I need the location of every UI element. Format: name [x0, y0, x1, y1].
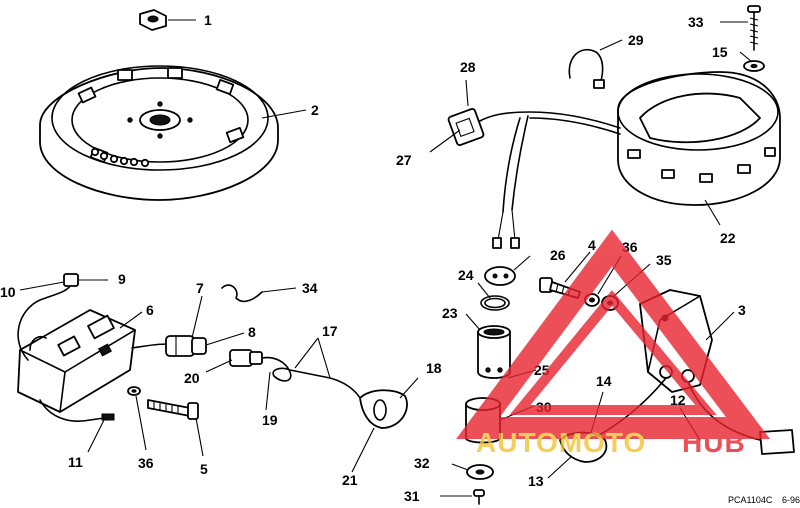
callout-34: 34 [302, 280, 318, 296]
callout-3: 3 [738, 302, 746, 318]
callout-29: 29 [628, 32, 644, 48]
callout-6: 6 [146, 302, 154, 318]
screw-31 [473, 489, 485, 505]
harness-connector [447, 108, 485, 146]
stator [617, 71, 781, 206]
spark-plug-boot [359, 389, 408, 429]
watermark-logo: AUTOMOTO HUB [456, 229, 771, 458]
watermark-text-2: HUB [682, 427, 746, 458]
callout-8: 8 [248, 324, 256, 340]
washer [743, 60, 765, 72]
grommet-26 [484, 266, 516, 286]
callout-12: 12 [670, 392, 686, 408]
stator-harness [477, 111, 621, 249]
wire-clamp [568, 49, 605, 89]
figure-code: PCA1104C [728, 495, 773, 505]
callout-36-lower: 36 [138, 455, 154, 471]
callout-1: 1 [204, 12, 212, 28]
callout-4: 4 [588, 237, 596, 253]
callout-24: 24 [458, 267, 474, 283]
callout-23: 23 [442, 305, 458, 321]
callout-18: 18 [426, 360, 442, 376]
callout-11: 11 [68, 454, 83, 470]
callout-19: 19 [262, 412, 278, 428]
callout-32: 32 [414, 455, 430, 471]
ground-lead [229, 349, 361, 399]
callout-13: 13 [528, 473, 544, 489]
callout-5: 5 [200, 461, 208, 477]
watermark-text-1: AUTOMOTO [476, 427, 646, 458]
o-ring-24 [480, 295, 510, 311]
flywheel-nut [139, 9, 167, 31]
stator-screw [747, 5, 761, 51]
callout-31: 31 [404, 488, 420, 504]
connector-body-23 [477, 325, 511, 379]
callout-2: 2 [311, 102, 319, 118]
callout-33: 33 [688, 14, 704, 30]
callout-28: 28 [460, 59, 476, 75]
figure-date: 6-96 [782, 495, 800, 505]
callout-15: 15 [712, 44, 728, 60]
module-screw [147, 399, 199, 420]
callout-9: 9 [118, 271, 126, 287]
callout-20: 20 [184, 370, 200, 386]
callout-35: 35 [656, 252, 672, 268]
callout-14: 14 [596, 373, 612, 389]
washer-32 [466, 464, 494, 480]
callout-10: 10 [0, 284, 16, 300]
module-washer [127, 386, 141, 396]
callout-17: 17 [322, 323, 338, 339]
callout-26: 26 [550, 247, 566, 263]
ignition-module [17, 309, 136, 413]
callout-22: 22 [720, 230, 736, 246]
wire-clip [221, 284, 263, 303]
callout-7: 7 [196, 280, 204, 296]
module-connector [131, 335, 207, 357]
callout-21: 21 [342, 472, 358, 488]
callout-27: 27 [396, 152, 412, 168]
callout-labels: 1 2 3 4 5 6 7 8 9 10 11 12 13 14 15 17 1… [0, 12, 746, 504]
module-lead-wire [39, 399, 115, 422]
flywheel [39, 65, 279, 201]
